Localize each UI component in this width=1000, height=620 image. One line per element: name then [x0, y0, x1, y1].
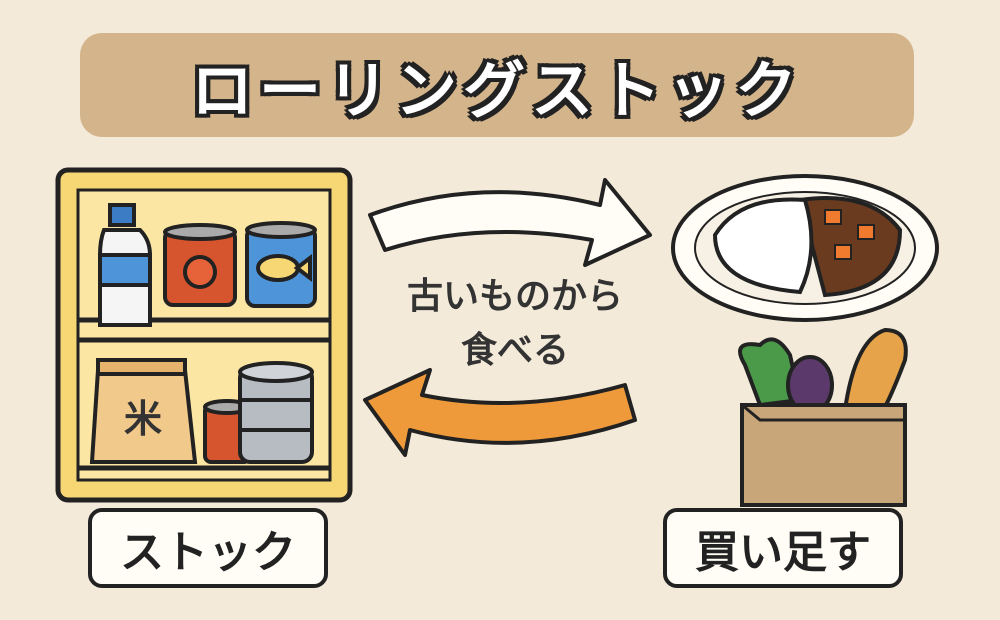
- tomato-can-icon: [163, 223, 237, 307]
- center-caption: 古いものから 食べる: [385, 270, 645, 378]
- arrow-right-icon: [368, 178, 652, 267]
- fish-can-icon: [245, 221, 317, 308]
- stock-label: ストック: [88, 508, 328, 588]
- rice-bag-icon: 米: [89, 358, 198, 464]
- arrow-left-icon: [363, 368, 637, 457]
- caption-line-1: 古いものから: [406, 276, 623, 317]
- caption-line-2: 食べる: [460, 330, 569, 371]
- water-bottle-icon: [98, 203, 152, 327]
- buy-label-text: 買い足す: [695, 527, 871, 578]
- rice-label: 米: [124, 397, 162, 441]
- stock-label-text: ストック: [120, 527, 296, 578]
- buy-label: 買い足す: [663, 508, 903, 588]
- grocery-bag-icon: [738, 327, 908, 507]
- curry-plate-icon: [671, 174, 939, 322]
- stacked-cans-icon: [238, 361, 314, 464]
- page-title: ローリングストック: [190, 54, 803, 127]
- title-banner: ローリングストック: [80, 33, 914, 137]
